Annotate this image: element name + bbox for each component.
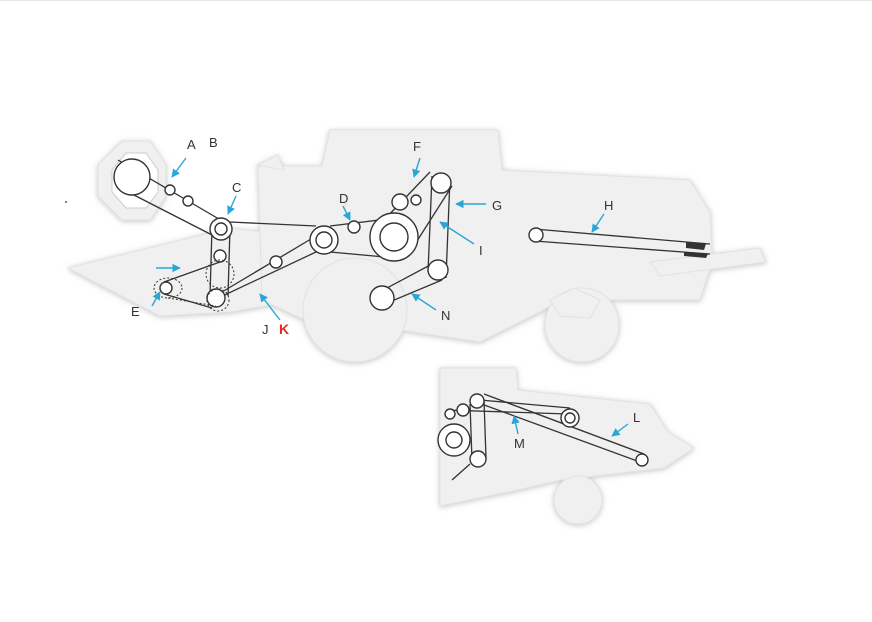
pulley-lower-left — [159, 281, 173, 295]
label-c: C — [232, 180, 241, 195]
idler-f-2 — [410, 194, 422, 206]
pulley-n — [369, 285, 395, 311]
arrow-d — [342, 205, 351, 221]
arrow-j — [259, 293, 281, 321]
callout-arrows — [151, 157, 629, 437]
arrow-l — [611, 423, 629, 437]
header-drum-pulley — [113, 158, 151, 196]
pulley-n-upper — [427, 259, 449, 281]
arrow-a — [171, 157, 187, 178]
inset-pulley-mid-inner — [564, 412, 576, 424]
top-divider — [0, 0, 872, 1]
arrow-h — [591, 213, 605, 233]
label-a: A — [187, 137, 196, 152]
inset-silhouette — [439, 367, 695, 525]
label-j: J — [262, 322, 269, 337]
arrow-e — [151, 291, 161, 307]
pulley-mid — [213, 249, 227, 263]
idler-j — [269, 255, 283, 269]
inset-pulley-bottom — [469, 450, 487, 468]
pulley-h — [528, 227, 544, 243]
arrow-n — [411, 293, 437, 311]
callout-labels: A B C D E F G H I J K N L M — [131, 135, 640, 451]
stray-mark — [65, 201, 67, 203]
main-pulleys — [113, 158, 544, 311]
combine-silhouette — [66, 129, 767, 363]
arrow-c — [227, 195, 237, 215]
inset-pulleys — [437, 393, 649, 468]
idler-a-1 — [164, 184, 176, 196]
label-n: N — [441, 308, 450, 323]
inset-idler-1 — [444, 408, 456, 420]
alternate-belt-path — [153, 259, 235, 312]
arrow-i — [439, 221, 475, 245]
label-g: G — [492, 198, 502, 213]
inset-pulley-end — [635, 453, 649, 467]
label-i: I — [479, 243, 483, 258]
label-l: L — [633, 410, 640, 425]
inset-pulley-top — [469, 393, 485, 409]
pulley-c-inner — [214, 222, 228, 236]
pulley-lower — [206, 288, 226, 308]
inset-drum-inner — [445, 431, 463, 449]
label-m: M — [514, 436, 525, 451]
pulley-d-inner — [315, 231, 333, 249]
unloader-end — [684, 242, 708, 258]
arrow-m — [511, 415, 520, 435]
label-f: F — [413, 139, 421, 154]
pulley-g — [430, 172, 452, 194]
main-drum-inner — [379, 222, 409, 252]
label-b: B — [209, 135, 218, 150]
idler-d — [347, 220, 361, 234]
label-e: E — [131, 304, 140, 319]
idler-f-1 — [391, 193, 409, 211]
inset-idler-2 — [456, 403, 470, 417]
idler-a-2 — [182, 195, 194, 207]
label-k: K — [279, 321, 289, 337]
label-h: H — [604, 198, 613, 213]
label-d: D — [339, 191, 348, 206]
arrow-f — [412, 157, 421, 178]
